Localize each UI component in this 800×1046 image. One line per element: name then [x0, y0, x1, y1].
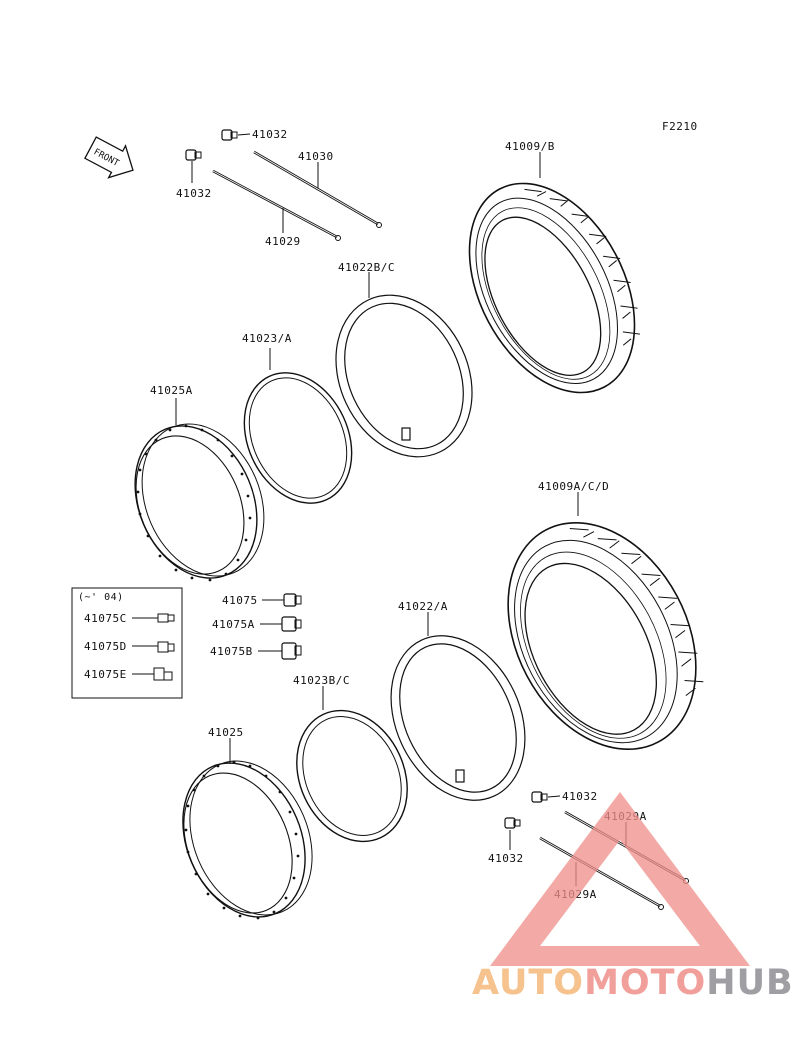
valve-41075e-icon — [153, 667, 173, 681]
label-41022-a: 41022/A — [398, 600, 448, 613]
label-41075c: 41075C — [84, 612, 127, 625]
label-41025: 41025 — [208, 726, 244, 739]
inner-tube-41022-a — [390, 635, 526, 801]
label-41075: 41075 — [222, 594, 258, 607]
valve-cap-41032-lower-right — [531, 791, 548, 803]
inset-title: (~' 04) — [78, 592, 124, 603]
spoke-rod-41029 — [212, 169, 341, 241]
valve-cap-41032-left — [185, 149, 202, 161]
label-41032-top: 41032 — [252, 128, 288, 141]
spoke-rod-41029a-lower — [539, 836, 664, 910]
tire-41009-acd — [507, 521, 704, 751]
automotohub-watermark-logo: AUTOMOTOHUB — [472, 792, 794, 1003]
valve-cap-41032-top — [221, 129, 238, 141]
valve-41075a-icon — [281, 616, 302, 632]
front-arrow-icon: FRONT — [84, 136, 134, 179]
rim-band-41023-a — [243, 372, 353, 504]
rim-41025a — [134, 423, 265, 582]
label-41075e: 41075E — [84, 668, 127, 681]
label-41032-lower-right: 41032 — [562, 790, 598, 803]
rim-41025 — [182, 760, 313, 920]
label-41022-bc: 41022B/C — [338, 261, 395, 274]
label-41023-a: 41023/A — [242, 332, 292, 345]
label-41075b: 41075B — [210, 645, 253, 658]
label-41009-acd: 41009A/C/D — [538, 480, 609, 493]
label-41032-lower-left: 41032 — [488, 852, 524, 865]
valve-41075b-icon — [281, 642, 302, 660]
valve-41075-icon — [283, 593, 302, 607]
label-41025a: 41025A — [150, 384, 193, 397]
inner-tube-41022-bc — [335, 294, 473, 458]
label-41032-left: 41032 — [176, 187, 212, 200]
inset-box-04: (~' 04) 41075C 41075D 41075E — [71, 587, 183, 699]
spoke-rod-41030 — [253, 150, 382, 228]
watermark-text: AUTOMOTOHUB — [472, 963, 794, 1003]
valve-41075d-icon — [157, 641, 175, 653]
label-41023-bc: 41023B/C — [293, 674, 350, 687]
label-41075a: 41075A — [212, 618, 255, 631]
label-41029: 41029 — [265, 235, 301, 248]
label-41009-b: 41009/B — [505, 140, 555, 153]
tire-41009-b — [468, 182, 641, 394]
valve-cap-41032-lower-left — [504, 817, 521, 829]
label-41030: 41030 — [298, 150, 334, 163]
figure-code: F2210 — [662, 120, 698, 133]
rim-band-41023-bc — [296, 709, 408, 843]
valve-41075c-icon — [157, 613, 175, 623]
label-41075d: 41075D — [84, 640, 127, 653]
